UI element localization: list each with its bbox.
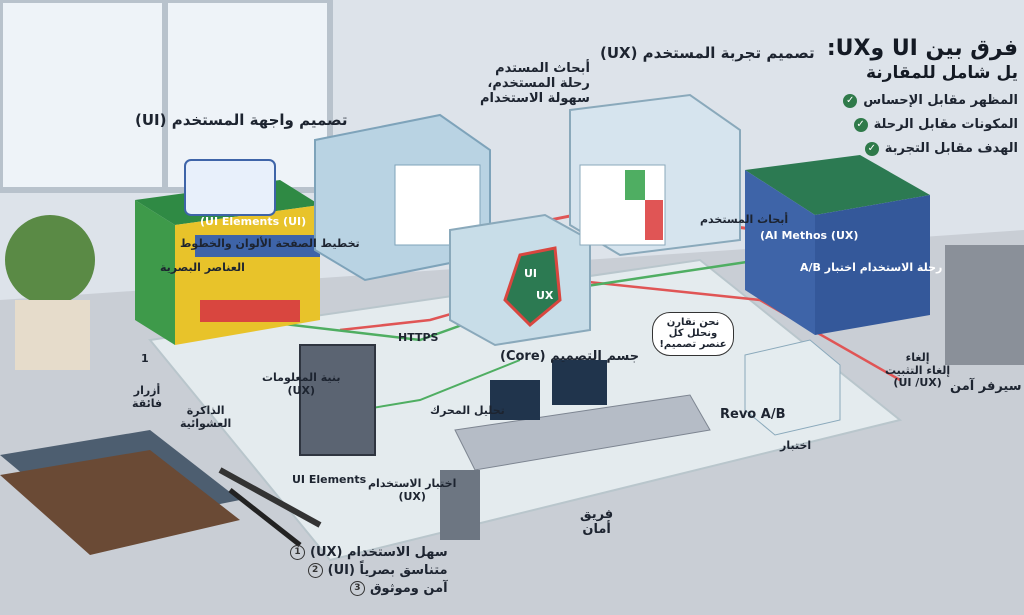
monitor-1 — [490, 380, 540, 420]
check-icon: ✓ — [853, 117, 868, 132]
desk-cluster — [454, 394, 711, 471]
one-label: 1 — [141, 352, 149, 365]
cancel-install-label: إلغاء إلغاء التثبيت (UI /UX) — [885, 351, 951, 390]
ui-layout-label: تخطيط الصفحة الألوان والخطوط — [180, 237, 360, 250]
ui-elements-box-label: (UI) UI Elements) — [200, 215, 307, 228]
https-label: HTTPS — [398, 331, 439, 344]
memory-label: الذاكرة العشوائية — [180, 404, 232, 430]
engine-label: تحليل المحرك — [430, 404, 505, 417]
ux-research2-label: أبحاث المستخدم — [700, 213, 789, 226]
number-badge: 1 — [290, 545, 305, 560]
title-list: المظهر مقابل الإحساس✓ المكونات مقابل الر… — [827, 93, 1018, 156]
check-icon: ✓ — [864, 141, 879, 156]
pc-tower — [440, 470, 480, 540]
info-arch-label: بنية المعلومات (UX) — [262, 371, 341, 397]
bullet-item: متناسق بصرياً (UI)2 — [290, 563, 448, 578]
title-panel: فرق بين UI وUX: يل شامل للمقارنة المظهر … — [827, 36, 1018, 165]
title-line-2: يل شامل للمقارنة — [865, 63, 1018, 83]
ux-research-label: أبحاث المستدم رحلة المستخدم، سهولة الاست… — [480, 61, 590, 106]
ux-ai-block-top — [745, 155, 930, 215]
bullet-list: سهل الاستخدام (UX)1 متناسق بصرياً (UI)2 … — [290, 545, 448, 599]
ux-journey-label: رحلة الاستخدام اختبار A/B — [800, 261, 943, 274]
title-item: المظهر مقابل الإحساس✓ — [827, 93, 1018, 108]
revo-label: Revo A/B — [720, 407, 786, 422]
shield-ui-label: UI — [524, 267, 538, 280]
pen-1 — [218, 467, 322, 528]
buttons-label: أزرار فائقة — [132, 384, 163, 410]
title-line-1: فرق بين UI وUX: — [826, 36, 1018, 61]
ui-visual-label: العناصر البصرية — [160, 261, 245, 274]
ux-ai-block-side — [815, 195, 930, 335]
speech-bubble: نحن نقارن ونحلل كل عنصر تصميم! — [652, 312, 734, 356]
ux-ai-block-front — [745, 170, 815, 335]
core-label: جسم التصميم (Core) — [500, 349, 640, 364]
coffee-machine — [945, 245, 1024, 365]
number-badge: 2 — [307, 563, 323, 578]
ux-design-label: تصميم تجربة المستخدم (UX) — [600, 44, 815, 62]
ui-band-red — [200, 300, 300, 322]
check-icon: ✓ — [843, 93, 858, 108]
usability-test-label: اختبار الاستخدام (UX) — [368, 477, 457, 503]
ui-band-blue — [195, 235, 320, 257]
ux-table-red — [645, 200, 663, 240]
notebook-2 — [0, 450, 240, 555]
server-rack — [299, 344, 376, 456]
shield-ux-label: UX — [536, 289, 554, 302]
ab-test-label: اختبار — [780, 439, 812, 452]
monitor-2 — [552, 360, 607, 405]
number-badge: 3 — [349, 581, 365, 596]
ui-phone — [184, 159, 276, 216]
revo-cube — [744, 339, 841, 436]
title-item: الهدف مقابل التجربة✓ — [827, 141, 1018, 156]
core-shield — [503, 246, 562, 328]
ui-design-label: تصميم واجهة المستخدم (UI) — [135, 111, 348, 129]
plant-pot — [15, 300, 90, 370]
ux-table-green — [625, 170, 645, 200]
ui-elements-floor-label: UI Elements — [292, 473, 367, 486]
ui-block-front — [135, 200, 175, 345]
team-label: فريق أمان — [580, 507, 614, 537]
title-item: المكونات مقابل الرحلة✓ — [827, 117, 1018, 132]
bullet-item: سهل الاستخدام (UX)1 — [290, 545, 448, 560]
plant-leaves — [5, 215, 95, 305]
secure-server-label: سيرفر آمن — [950, 379, 1022, 394]
pen-2 — [228, 488, 302, 547]
ux-ai-label: (UX) AI Methos) — [760, 229, 859, 242]
